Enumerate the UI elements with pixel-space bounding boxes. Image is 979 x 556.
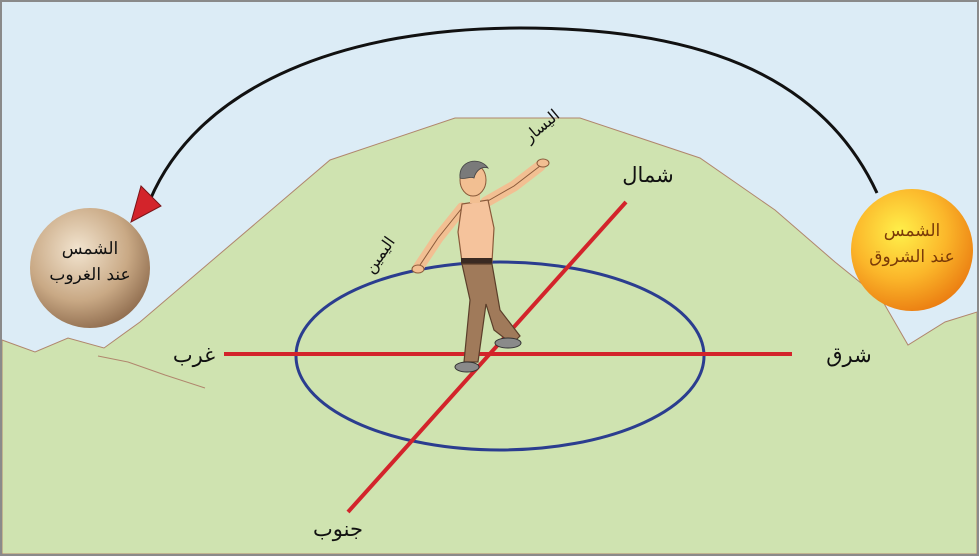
sun-icon: [30, 208, 150, 328]
sunset-label-line1: الشمس: [62, 239, 119, 259]
sunset-sun: الشمس عند الغروب: [30, 208, 150, 328]
south-label: جنوب: [313, 517, 363, 542]
sun-path-arrowhead: [130, 185, 162, 223]
sunrise-label-line2: عند الشروق: [869, 247, 954, 267]
person-figure: [411, 158, 550, 373]
west-label: غرب: [173, 343, 215, 368]
sun-icon: [851, 189, 973, 311]
sunset-label-line2: عند الغروب: [49, 265, 130, 285]
north-south-axis: [346, 200, 628, 514]
east-label: شرق: [826, 343, 871, 368]
sunrise-sun: الشمس عند الشروق: [851, 189, 973, 311]
ridge-line: [97, 355, 206, 389]
sun-path-arrow: [148, 26, 879, 201]
sunrise-label-line1: الشمس: [884, 221, 941, 241]
north-label: شمال: [622, 163, 673, 187]
